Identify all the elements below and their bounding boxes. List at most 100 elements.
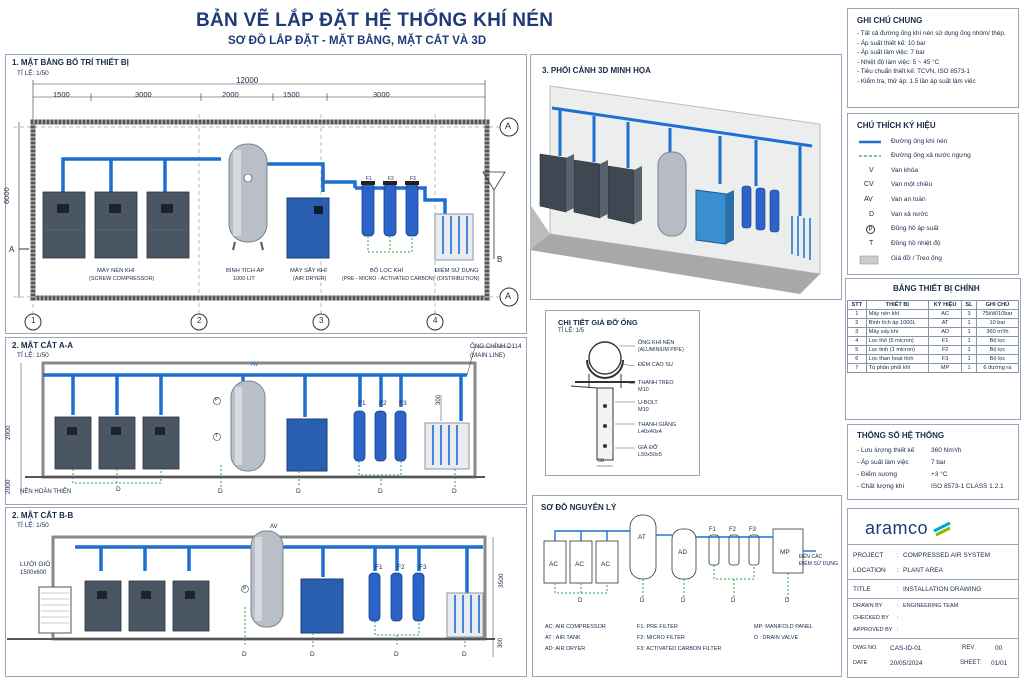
plan-title: 1. MẶT BẰNG BỐ TRÍ THIẾT BỊ: [12, 58, 129, 67]
tb-project-k: PROJECT: [853, 552, 884, 559]
equip-title: BẢNG THIẾT BỊ CHÍNH: [893, 284, 980, 293]
tb-colon: :: [897, 627, 899, 633]
dim-1: 1500: [53, 90, 70, 99]
cell: MP: [927, 363, 963, 373]
param-v3: ISO 8573-1 CLASS 1.2.1: [931, 483, 1004, 490]
pr-f2: F2: [729, 527, 737, 533]
param-k0: - Lưu lượng thiết kế: [857, 447, 915, 454]
cell: 1: [847, 309, 867, 319]
pr-f1: F1: [709, 527, 717, 533]
sym-t: T: [869, 240, 874, 247]
support-item-8: L40x40x4: [638, 429, 662, 435]
cell: Máy nén khí: [865, 309, 930, 319]
page-title: BẢN VẼ LẮP ĐẶT HỆ THỐNG KHÍ NÉN: [196, 10, 554, 31]
cell: 3: [961, 309, 977, 319]
sym-label-5: Van xả nước: [891, 211, 929, 218]
principle-title: SƠ ĐỒ NGUYÊN LÝ: [541, 503, 617, 512]
note-item: - Tiêu chuẩn thiết kế: TCVN, ISO 8573-1: [857, 68, 970, 76]
support-item-7: THANH GIẰNG: [638, 422, 677, 428]
sym-p: P: [866, 225, 875, 234]
support-panel: [545, 310, 700, 476]
cell: Bình tích áp 1000L: [865, 318, 930, 328]
tb-loc-v: PLANT AREA: [903, 567, 943, 574]
support-item-2: ĐỆM CAO SU: [638, 362, 673, 368]
pr-leg-5: F3: ACTIVATED CARBON FILTER: [637, 646, 722, 652]
label-compressor: MÁY NÉN KHÍ: [97, 268, 135, 274]
tb-dwg-v: CAS-ID-01: [890, 645, 922, 652]
plan-f3: F3: [410, 176, 416, 182]
label-use-sub: (DISTRIBUTION): [437, 276, 480, 282]
pr-d4: D: [731, 598, 736, 604]
section-b: B: [497, 255, 503, 264]
sym-label-4: Van an toàn: [891, 196, 926, 203]
pr-leg-7: D : DRAIN VALVE: [754, 635, 799, 641]
cell: 360 m³/h: [975, 327, 1020, 337]
dim-2: 3000: [135, 90, 152, 99]
pr-d3: D: [681, 598, 686, 604]
pr-d1: D: [578, 598, 583, 604]
pr-d2: D: [640, 598, 645, 604]
pr-d5: D: [785, 598, 790, 604]
support-item-1: (ALUMINIUM PIPE): [638, 347, 684, 353]
secA-h1: 2000: [5, 425, 12, 440]
symbols-lines: [859, 140, 881, 265]
principle-panel: [532, 495, 842, 677]
tb-loc-k: LOCATION: [853, 567, 886, 574]
params-panel: [847, 424, 1019, 500]
sym-label-1: Đường ống xả nước ngưng: [891, 152, 971, 159]
cell: 1: [961, 318, 977, 328]
pr-leg-0: AC: AIR COMPRESSOR: [545, 624, 606, 630]
cell: F3: [927, 354, 963, 364]
company-logo: aramco: [865, 518, 929, 538]
sym-label-6: Đồng hồ áp suất: [891, 225, 939, 232]
section-aa-drawing: [20, 346, 510, 495]
cell: 1: [961, 363, 977, 373]
param-k2: - Điểm sương: [857, 471, 898, 478]
label-compressor-sub: (SCREW COMPRESSOR): [89, 276, 155, 282]
tb-dwg-k: DWG NO.: [853, 645, 878, 651]
support-dim: 50: [598, 458, 605, 464]
pr-leg-4: F2: MICRO FILTER: [637, 635, 685, 641]
pr-leg-6: MP: MANIFOLD PANEL: [754, 624, 813, 630]
secA-h3: 300: [436, 394, 442, 405]
pr-ad: AD: [678, 549, 688, 556]
sym-cv: CV: [864, 181, 874, 188]
support-item-0: ỐNG KHÍ NÉN: [638, 340, 675, 346]
tb-sheet-v: 01/01: [991, 660, 1008, 667]
section-bb-drawing: [7, 530, 495, 657]
logo-icon: [933, 521, 951, 537]
secB-d4: D: [462, 651, 467, 658]
cell: Bộ lọc: [975, 345, 1020, 355]
tb-sheet-k: SHEET:: [960, 660, 982, 666]
tb-colon: :: [897, 586, 899, 593]
cell: 75kW/10bar: [975, 309, 1020, 319]
secA-t: T: [215, 433, 219, 439]
cell: 2: [847, 318, 867, 328]
plan-f1: F1: [366, 176, 372, 182]
label-filter: BỘ LỌC KHÍ: [370, 268, 404, 274]
cell: Bộ lọc: [975, 354, 1020, 364]
secB-h2: 300: [498, 637, 504, 648]
secA-h2: 2000: [5, 479, 12, 494]
secB-f2: F2: [397, 564, 405, 571]
secA-d5: D: [452, 488, 457, 495]
main-line-sub: (MAIN LINE): [470, 352, 506, 359]
note-item: - Kiểm tra, thử áp: 1.5 lần áp suất làm …: [857, 77, 976, 85]
view3d-illustration: [530, 85, 821, 294]
cell: Lọc thô (5 micron): [865, 336, 930, 346]
equip-th: GHI CHÚ: [975, 300, 1020, 310]
note-item: - Áp suất thiết kế: 10 bar: [857, 39, 926, 47]
param-k1: - Áp suất làm việc: [857, 459, 909, 466]
label-tank: BÌNH TÍCH ÁP: [226, 268, 265, 274]
principle-drawing: [543, 514, 816, 599]
plan-drawing: [13, 80, 519, 331]
secA-d2: D: [218, 488, 223, 495]
tb-colon: :: [897, 615, 899, 621]
tb-divider: [847, 579, 1019, 580]
secA-f1: F1: [358, 400, 366, 407]
dim-height: 6000: [2, 187, 11, 204]
section-aa-title: 2. MẶT CẮT A-A: [12, 341, 74, 350]
